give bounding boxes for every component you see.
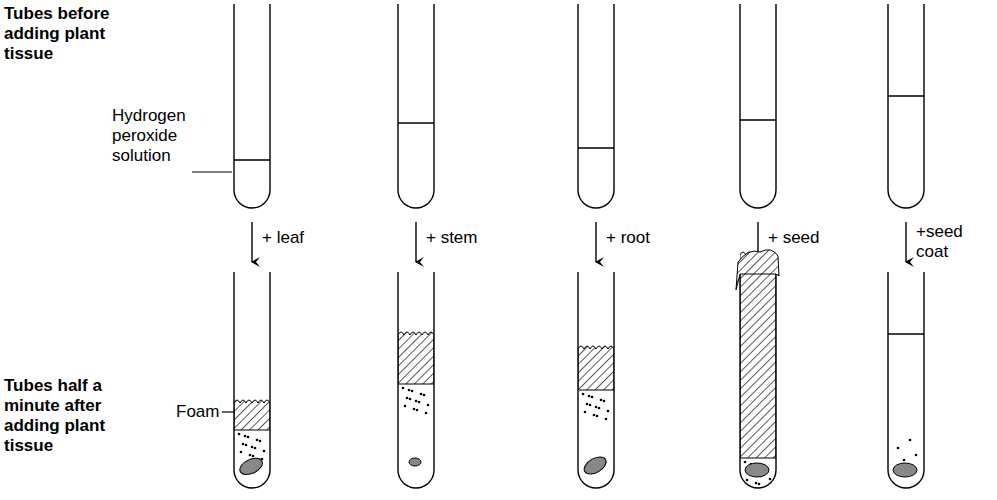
label: +seed coat [916,222,972,262]
arrow [251,222,252,262]
bubble [411,390,414,393]
tube-contents [398,272,434,488]
plant-tissue [409,458,421,466]
bubble [596,415,599,418]
arrow [905,222,906,262]
test-tube [578,272,614,488]
tube-contents [740,252,776,488]
bubble [245,444,248,447]
foam [398,332,434,384]
arrow [595,222,596,262]
bubble [744,461,747,464]
test-tube [398,272,434,488]
bubble [425,412,428,415]
bubble [427,404,430,407]
plant-tissue [745,463,769,477]
liquid-level [578,147,614,148]
bubble [404,405,407,408]
label: + stem [426,228,486,248]
bubble [903,459,906,462]
bubble [423,394,426,397]
label: + root [606,228,666,248]
bubble [582,393,585,396]
bubble [252,455,255,458]
label: + leaf [262,228,322,248]
bubble [259,440,262,443]
bubble [915,454,918,457]
leader-line [192,171,232,172]
tube-contents [234,272,270,488]
bubble [263,450,266,453]
arrow [415,222,416,262]
bubble [408,389,411,392]
liquid-level [234,159,270,160]
bubble [409,398,412,401]
label: + seed [768,228,828,248]
plant-tissue [893,463,917,477]
bubble [256,439,259,442]
test-tube [888,4,924,208]
bubble [418,401,421,404]
bubble [897,447,900,450]
tube-contents [578,272,614,488]
bubble [588,395,591,398]
bubble [605,418,608,421]
bubble [238,433,241,436]
bubble [251,446,254,449]
bubble [755,482,758,485]
tube-contents [888,272,924,488]
liquid-level [398,122,434,123]
plant-tissue [581,453,609,477]
bubble [402,387,405,390]
bubble [909,439,912,442]
foam [740,252,776,458]
bubble [586,403,589,406]
bubble [415,400,418,403]
bubble [406,397,409,400]
bubble [600,399,603,402]
liquid-level [888,95,924,96]
bubble [591,396,594,399]
label: Hydrogen peroxide solution [112,106,194,166]
bubble [242,443,245,446]
bubble [249,454,252,457]
bubble [769,478,772,481]
row-heading: Tubes before adding plant tissue [4,4,154,64]
bubble [254,447,257,450]
bubble [589,404,592,407]
bubble [413,408,416,411]
bubble [593,414,596,417]
overflow-foam [736,250,779,290]
bubble [595,406,598,409]
bubble [244,435,247,438]
bubble [603,400,606,403]
bubble [746,479,749,482]
test-tube [234,4,270,208]
row-heading: Tubes half a minute after adding plant t… [4,376,139,456]
liquid-level [888,333,924,334]
foam [578,346,614,390]
plant-tissue [237,455,265,478]
bubble [598,407,601,410]
label: Foam [176,402,226,422]
test-tube [578,4,614,208]
bubble [607,410,610,413]
liquid-level [740,119,776,120]
foam [234,400,270,430]
bubble [420,393,423,396]
test-tube [740,272,776,488]
test-tube [234,272,270,488]
bubble [584,411,587,414]
bubble [247,436,250,439]
bubble [416,409,419,412]
bubble [240,451,243,454]
test-tube [888,272,924,488]
test-tube [398,4,434,208]
bubble [758,483,761,486]
test-tube [740,4,776,208]
